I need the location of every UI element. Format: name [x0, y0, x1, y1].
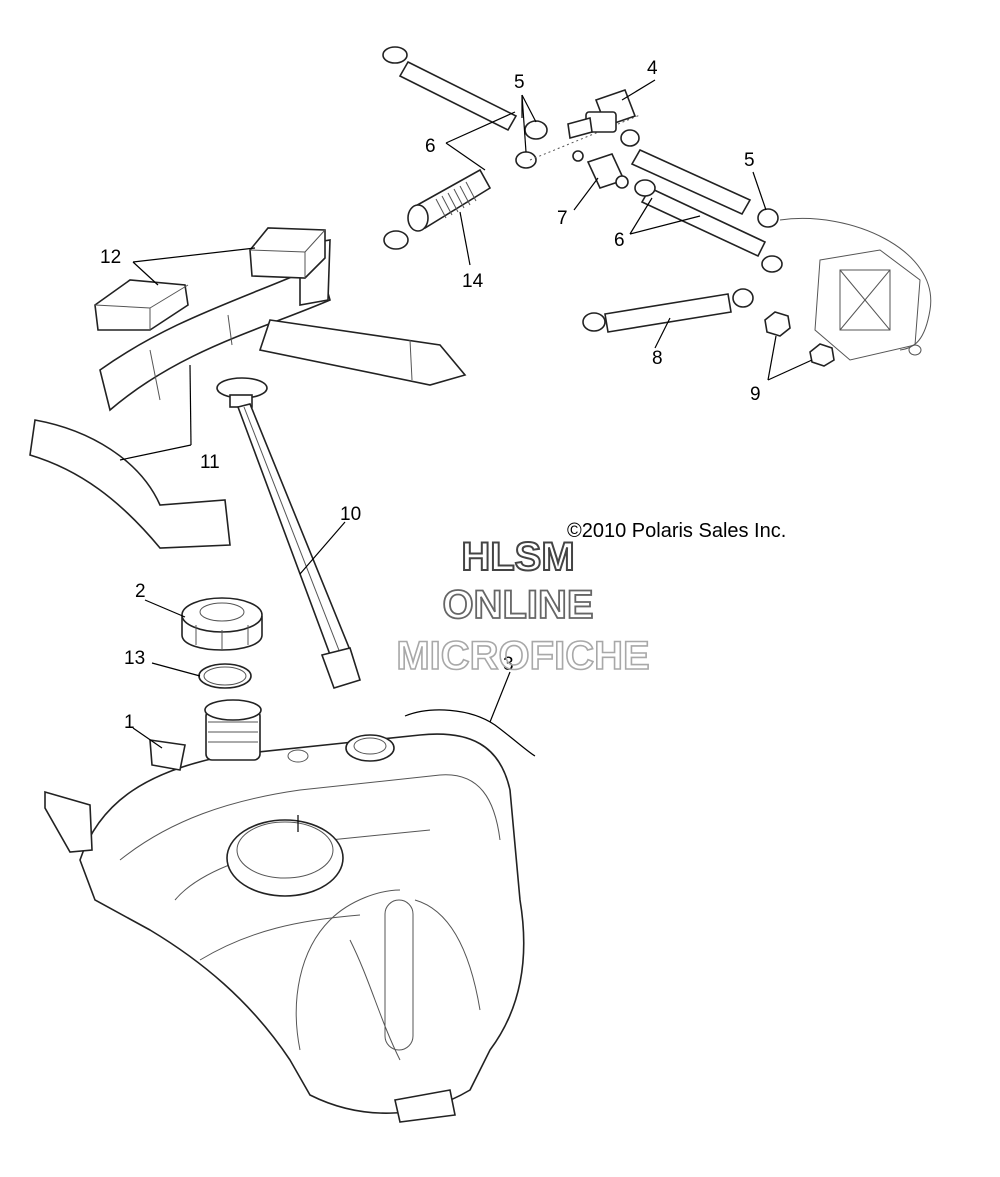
callout-2: 2: [135, 581, 146, 602]
tank-pad: [29, 239, 467, 549]
watermark: HLSM ONLINE MICROFICHE: [396, 534, 651, 679]
vent-line: [404, 709, 536, 757]
o-ring: [198, 663, 252, 689]
watermark-line-1: HLSM: [461, 535, 574, 579]
copyright-notice: ©2010 Polaris Sales Inc.: [567, 520, 786, 542]
hose-clamp-a: [524, 120, 548, 140]
fuel-hose-right-lower: [634, 179, 783, 273]
callout-10: 10: [340, 504, 361, 525]
callout-3: 3: [503, 654, 514, 675]
fuel-filter: [572, 150, 629, 189]
callout-14: 14: [462, 271, 484, 292]
fuel-hose-pump: [582, 288, 754, 333]
watermark-line-3: MICROFICHE: [396, 634, 649, 678]
foam-block-left: [94, 279, 189, 331]
corrugated-hose: [383, 168, 492, 250]
callout-7: 7: [557, 208, 568, 229]
callout-9: 9: [750, 384, 761, 405]
fuel-sender: [216, 377, 362, 689]
shutoff-valve: [567, 88, 640, 147]
foam-block-right: [249, 227, 326, 279]
nut-b: [809, 343, 835, 367]
fuel-pump-lock-ring: [226, 815, 344, 897]
fuel-pump: [779, 218, 932, 361]
filler-neck: [204, 699, 262, 761]
callout-4: 4: [647, 58, 658, 79]
callout-8: 8: [652, 348, 663, 369]
fuel-hose-upper: [382, 46, 518, 132]
hose-clamp-b: [515, 151, 537, 169]
callout-6-upper: 6: [425, 136, 436, 157]
callout-1: 1: [124, 712, 135, 733]
fuel-hose-right-upper: [630, 148, 779, 228]
callout-11: 11: [200, 452, 220, 473]
callout-5-upper: 5: [514, 72, 525, 93]
nut-a: [764, 311, 791, 337]
callout-12: 12: [100, 247, 121, 268]
callout-numbers: 4 5 6 5 7 6 14 8 9 12 11 10 2 13 3 1: [100, 58, 761, 733]
watermark-line-2: ONLINE: [442, 583, 593, 627]
fuel-cap: [181, 597, 263, 651]
callout-6-lower: 6: [614, 230, 625, 251]
callout-5-right: 5: [744, 150, 755, 171]
callout-13: 13: [124, 648, 145, 669]
leader-lines: [119, 79, 813, 749]
fuel-tank: [44, 699, 525, 1123]
